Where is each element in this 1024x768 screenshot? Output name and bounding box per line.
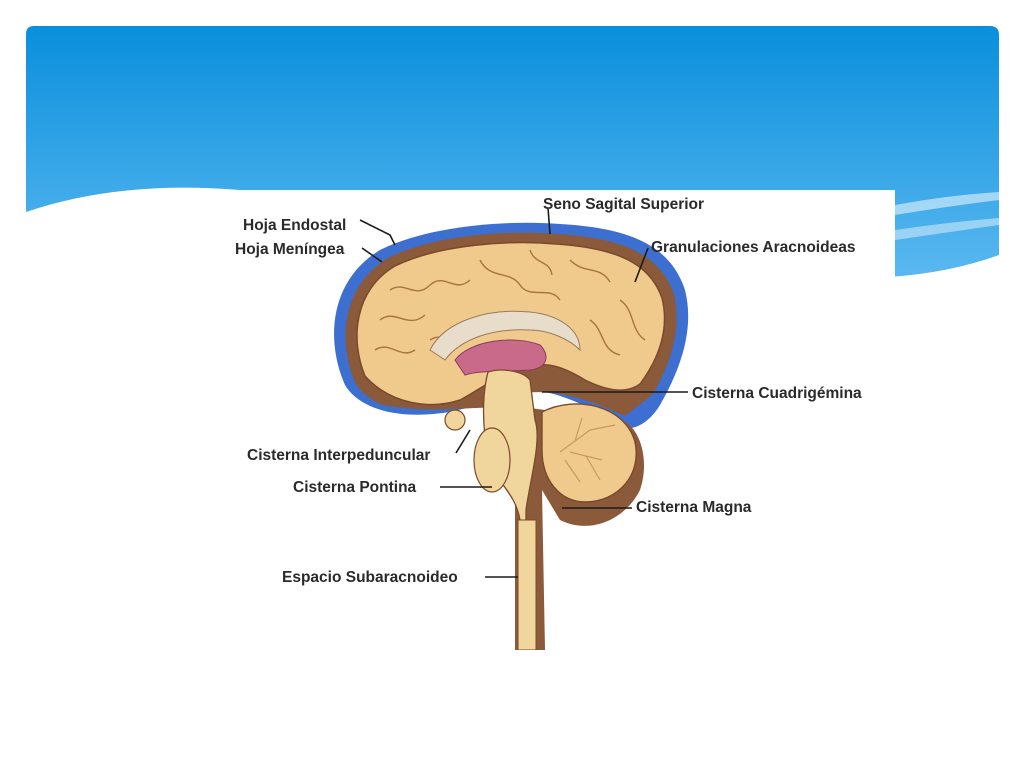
- pituitary: [444, 409, 466, 431]
- header-wave-highlight: [895, 192, 999, 215]
- brain-diagram: Hoja Endostal Hoja Meníngea Seno Sagital…: [230, 190, 895, 650]
- leader-lines: [359, 207, 688, 578]
- label-espacio-subaracnoideo: Espacio Subaracnoideo: [282, 569, 458, 586]
- corpus-callosum: [429, 310, 581, 361]
- label-cisterna-magna: Cisterna Magna: [636, 499, 752, 516]
- pons: [473, 427, 511, 493]
- spinal-cord: [517, 519, 537, 650]
- brain-diagram-svg: Hoja Endostal Hoja Meníngea Seno Sagital…: [235, 196, 862, 650]
- cerebellum: [541, 403, 637, 503]
- label-cisterna-pontina: Cisterna Pontina: [293, 479, 417, 496]
- label-granulaciones-aracnoideas: Granulaciones Aracnoideas: [651, 239, 855, 256]
- label-seno-sagital-superior: Seno Sagital Superior: [543, 196, 704, 213]
- gyri-lines: [374, 249, 646, 356]
- label-cisterna-cuadrigemina: Cisterna Cuadrigémina: [692, 385, 862, 402]
- label-hoja-meningea: Hoja Meníngea: [235, 241, 345, 258]
- arbor-vitae: [559, 417, 616, 483]
- label-cisterna-interpeduncular: Cisterna Interpeduncular: [247, 447, 430, 464]
- label-hoja-endostal: Hoja Endostal: [243, 217, 346, 234]
- header-wave-highlight-2: [895, 218, 999, 240]
